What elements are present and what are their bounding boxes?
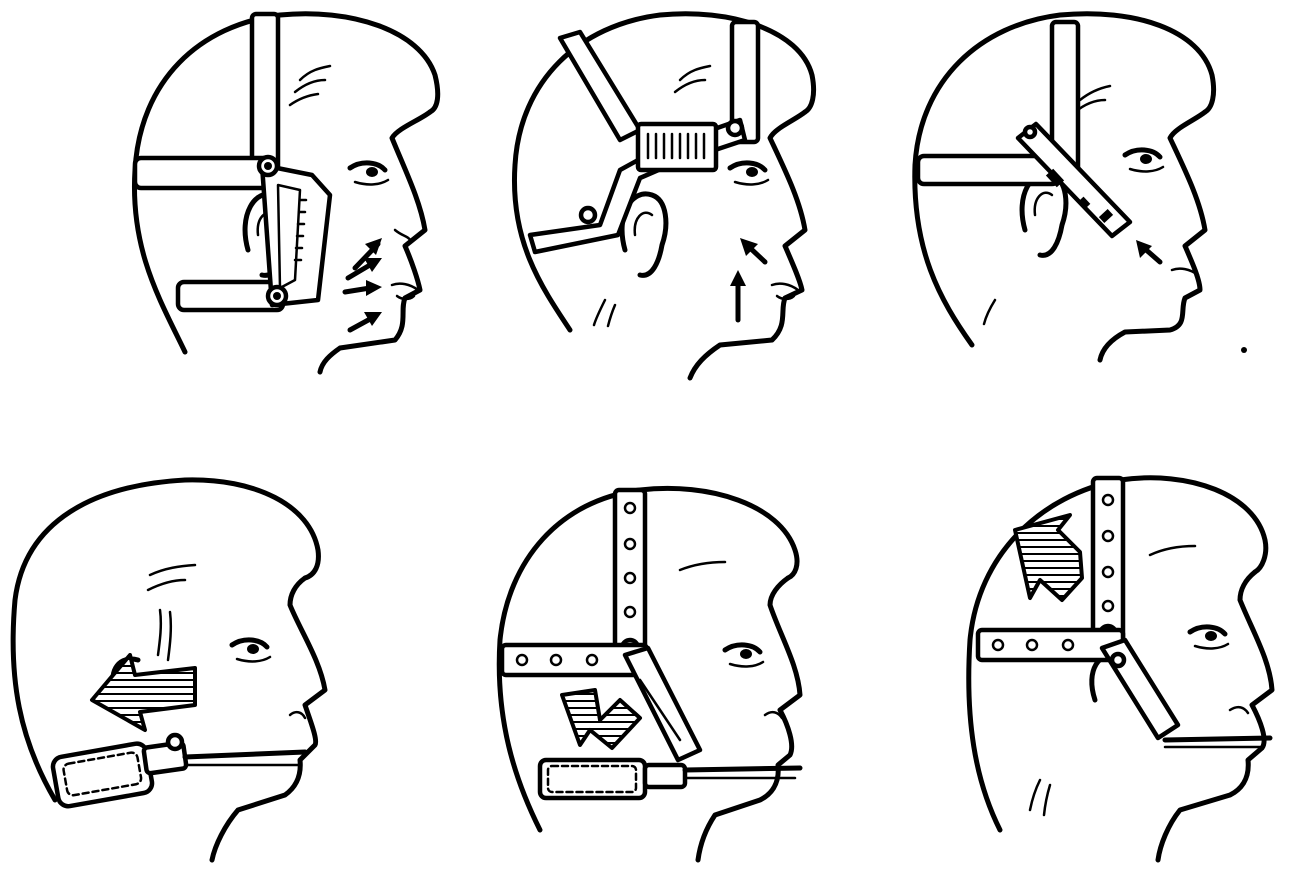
head-outline: [496, 485, 803, 863]
neck-strap-facebow: [50, 732, 308, 809]
force-arrow: [1136, 240, 1163, 265]
facial-features: [592, 64, 800, 328]
panel-5-combination-headgear: [496, 485, 803, 863]
facial-features: [982, 84, 1200, 326]
facial-features: [288, 64, 420, 301]
head-outline: [966, 475, 1275, 863]
side-splint: [256, 154, 333, 308]
head-outline: [511, 11, 817, 381]
hatched-force-arrow: [560, 688, 642, 750]
force-arrows: [730, 238, 768, 323]
perforated-straps: [975, 475, 1273, 749]
splint-teeth: [293, 198, 308, 262]
head-outline: [10, 477, 328, 863]
perforated-straps: [499, 487, 703, 763]
panel-3-temporal-cheek-plate: [912, 11, 1247, 363]
forehead-pad: [635, 121, 719, 173]
force-arrows: [342, 238, 382, 333]
panel-6-high-pull-headgear: [966, 475, 1275, 863]
pad-bristles: [646, 132, 706, 160]
head-outline: [131, 11, 441, 375]
panel-1-chin-cap-side-splint: [131, 11, 441, 375]
cheek-plate: [1015, 121, 1133, 239]
facial-features: [146, 563, 307, 720]
hatched-force-arrow: [1013, 513, 1084, 602]
facial-features: [1028, 544, 1250, 817]
neck-strap-facebow: [537, 757, 803, 801]
panel-2-cervical-forehead-pad: [511, 11, 817, 381]
head-outline: [912, 11, 1217, 363]
hatched-force-arrow: [90, 653, 197, 732]
panel-4-cervical-neck-strap: [10, 477, 328, 863]
stray-dot: [1241, 347, 1247, 353]
facial-features: [678, 560, 784, 720]
